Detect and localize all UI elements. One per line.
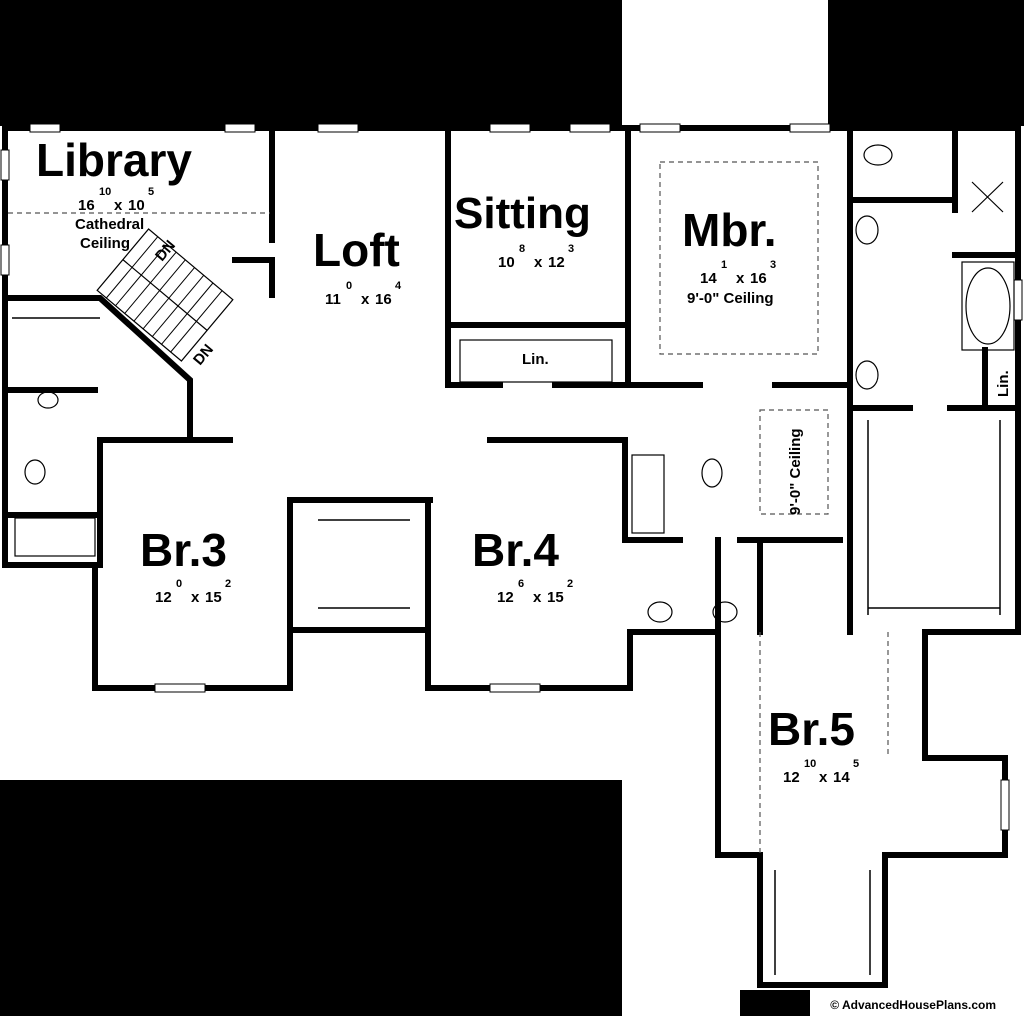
linen-closet-label: Lin. (995, 370, 1012, 397)
stair-dn-top-label: DN (152, 237, 179, 265)
room-name: Mbr. (682, 204, 777, 256)
room-width-inches: 0 (176, 578, 182, 590)
dimension-separator: x (819, 769, 828, 786)
room-depth: 16 (375, 291, 392, 308)
room-depth-inches: 5 (148, 186, 154, 198)
room-width: 14 (700, 270, 717, 287)
dimension-separator: x (736, 270, 745, 287)
room-depth-inches: 4 (395, 280, 402, 292)
room-depth: 12 (548, 254, 565, 271)
ceiling-outlines (8, 161, 889, 855)
room-name: Br.3 (140, 524, 227, 576)
room-width: 12 (155, 589, 172, 606)
room-depth: 14 (833, 769, 850, 786)
room-master-bedroom: Mbr. 14 1 x 16 3 9'-0" Ceiling (682, 204, 777, 307)
room-width: 11 (325, 291, 341, 308)
room-width-inches: 10 (99, 186, 111, 198)
room-library: Library 16 10 x 10 5 Cathedral Ceiling (36, 134, 192, 252)
hall-ceiling-note: 9'-0" Ceiling (787, 428, 804, 515)
interior-walls (2, 125, 1021, 635)
room-depth: 16 (750, 270, 767, 287)
room-bedroom-5: Br.5 12 10 x 14 5 (768, 703, 859, 786)
room-width-inches: 1 (721, 259, 727, 271)
closet-rods (12, 317, 1001, 975)
copyright-notice: © AdvancedHousePlans.com (830, 998, 996, 1012)
dimension-separator: x (361, 291, 370, 308)
room-bedroom-4: Br.4 12 6 x 15 2 (472, 524, 573, 606)
room-width-inches: 0 (346, 280, 352, 292)
background-block (740, 990, 810, 1016)
room-depth-inches: 5 (853, 758, 859, 770)
room-depth: 15 (547, 589, 564, 606)
room-depth-inches: 2 (567, 578, 573, 590)
dimension-separator: x (534, 254, 543, 271)
linen-closet-label: Lin. (522, 351, 549, 368)
dimension-separator: x (533, 589, 542, 606)
ceiling-note: Cathedral (75, 216, 144, 233)
ceiling-note: 9'-0" Ceiling (687, 290, 774, 307)
room-width: 12 (783, 769, 800, 786)
room-depth-inches: 3 (770, 259, 776, 271)
room-loft: Loft 11 0 x 16 4 (313, 224, 402, 308)
dimension-separator: x (191, 589, 200, 606)
staircase (96, 228, 234, 362)
room-sitting: Sitting 10 8 x 12 3 (454, 189, 591, 271)
room-name: Library (36, 134, 192, 186)
room-depth-inches: 3 (568, 243, 574, 255)
room-width: 10 (498, 254, 515, 271)
room-width: 16 (78, 197, 95, 214)
room-name: Loft (313, 224, 400, 276)
room-width-inches: 10 (804, 758, 816, 770)
room-name: Sitting (454, 189, 591, 238)
fixtures (14, 144, 1015, 623)
room-width-inches: 6 (518, 578, 524, 590)
dimension-separator: x (114, 197, 123, 214)
room-width: 12 (497, 589, 514, 606)
ceiling-note: Ceiling (80, 235, 130, 252)
room-name: Br.5 (768, 703, 855, 755)
background-block (828, 0, 1024, 126)
room-bedroom-3: Br.3 12 0 x 15 2 (140, 524, 231, 606)
exterior-walls (0, 123, 1023, 988)
room-depth: 15 (205, 589, 222, 606)
room-name: Br.4 (472, 524, 559, 576)
room-depth: 10 (128, 197, 145, 214)
room-width-inches: 8 (519, 243, 525, 255)
room-depth-inches: 2 (225, 578, 231, 590)
background-block (0, 780, 622, 1016)
background-block (0, 0, 622, 126)
